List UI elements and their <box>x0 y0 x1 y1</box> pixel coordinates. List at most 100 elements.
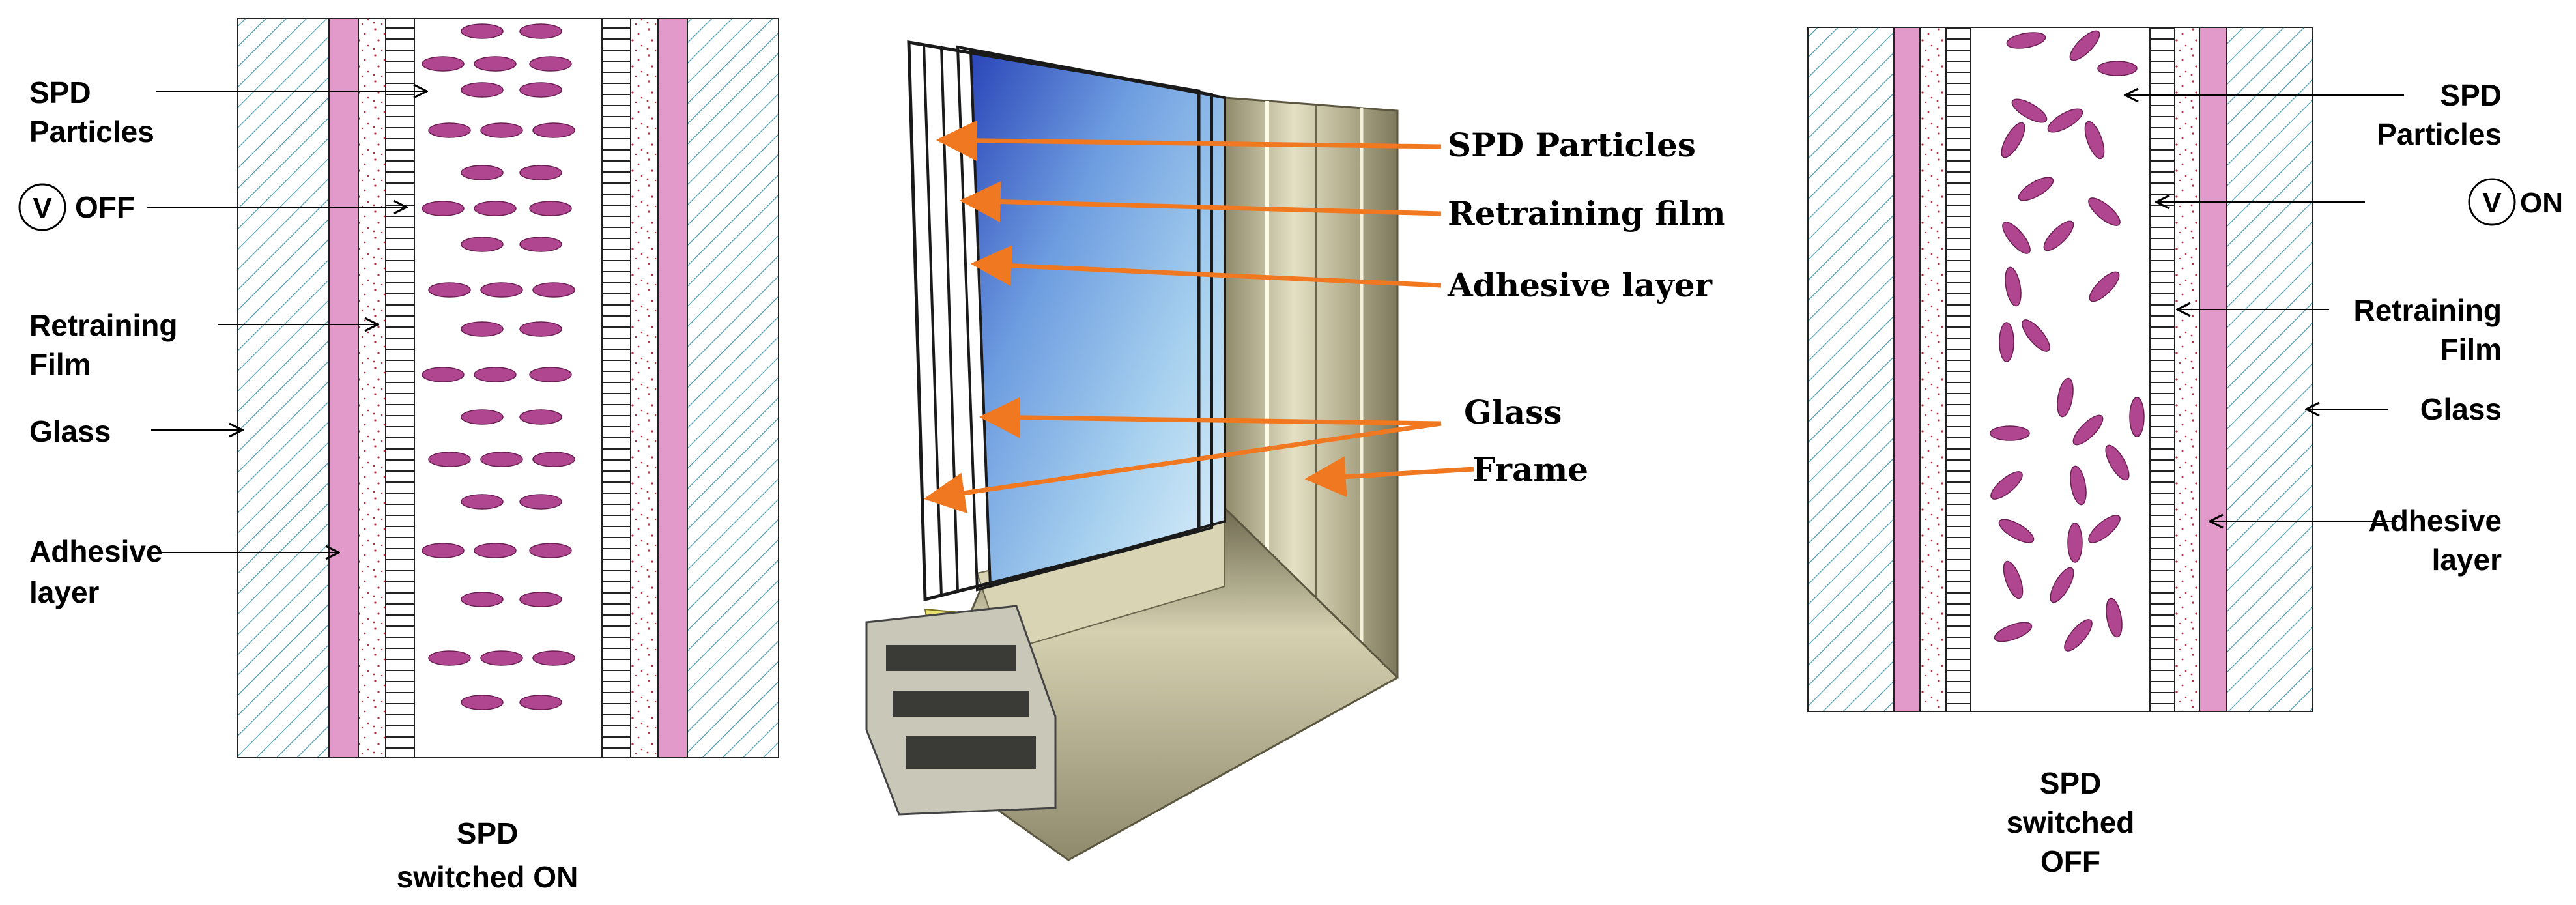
spd-particle <box>480 452 523 467</box>
spd-particle <box>474 367 517 382</box>
left-glass-outer <box>237 18 330 758</box>
left-caption-line2: switched ON <box>397 860 579 894</box>
spd-particle <box>480 122 523 138</box>
spd-particle <box>529 201 572 216</box>
spd-particle <box>2022 319 2050 352</box>
spd-particle <box>2084 121 2105 160</box>
spd-particle <box>461 23 504 39</box>
spd-particle <box>480 282 523 298</box>
right-label-film: Film <box>2440 332 2502 366</box>
arrow-frame <box>1304 456 1474 498</box>
spd-particle <box>529 56 572 72</box>
spd-particle <box>2105 444 2130 481</box>
left-voltage-state: OFF <box>75 190 135 224</box>
spd-particle <box>532 650 575 666</box>
glass-pane-back <box>969 49 1226 588</box>
right-voltage-circle <box>2468 178 2516 226</box>
spd-particle <box>422 543 465 558</box>
spd-particle <box>2002 222 2031 254</box>
spd-particle <box>519 592 562 607</box>
right-adhesive-pink-inner <box>2199 27 2227 712</box>
left-aligned-particles <box>422 23 575 710</box>
left-caption-line1: SPD <box>457 816 519 850</box>
right-voltage-state: ON <box>2520 187 2563 219</box>
right-glass-outer <box>1807 27 1895 712</box>
spd-particle <box>1999 322 2014 362</box>
spd-particle <box>519 494 562 510</box>
spd-particle <box>529 367 572 382</box>
left-voltage-symbol: V <box>33 192 52 224</box>
left-label-spd: SPD <box>29 76 91 109</box>
left-film-inner <box>601 18 631 758</box>
spd-particle <box>422 56 465 72</box>
glass-edge-1 <box>923 44 943 597</box>
spd-particle <box>2050 567 2074 603</box>
center-label-frame: Frame <box>1472 450 1588 489</box>
spd-particle <box>474 543 517 558</box>
right-film-outer <box>1945 27 1971 712</box>
spd-particle <box>461 695 504 710</box>
spd-particle <box>1990 471 2023 500</box>
right-speckle-inner <box>2174 27 2200 712</box>
spd-particle <box>2089 271 2120 302</box>
spd-particle <box>2057 377 2074 418</box>
left-speckle-outer <box>358 18 386 758</box>
spd-particle <box>2047 108 2083 133</box>
spd-particle <box>428 650 471 666</box>
spd-particle <box>2006 32 2046 49</box>
left-speckle-inner <box>630 18 659 758</box>
arrow-retraining-film <box>959 181 1442 223</box>
spd-particle <box>2011 98 2048 123</box>
right-caption-line3: OFF <box>2040 844 2100 878</box>
spd-particle <box>422 201 465 216</box>
right-speckle-outer <box>1919 27 1947 712</box>
spd-particle <box>532 122 575 138</box>
arrow-glass-1 <box>979 397 1442 438</box>
spd-particle <box>2043 220 2074 251</box>
right-cell-diagram: SPD Particles V ON Retraining Film Glass… <box>1807 27 2563 878</box>
left-film-outer <box>385 18 415 758</box>
spd-particle <box>1990 425 2030 441</box>
spd-particle <box>474 56 517 72</box>
spd-particle <box>519 409 562 425</box>
spd-particle <box>2005 266 2022 307</box>
spd-particle <box>529 543 572 558</box>
spd-particle <box>519 695 562 710</box>
right-film-inner <box>2149 27 2175 712</box>
window-cross-section: SPD Particles Retraining film Adhesive l… <box>865 40 1726 861</box>
right-label-glass: Glass <box>2420 392 2502 426</box>
spd-particle <box>2067 523 2083 563</box>
spd-particle <box>474 201 517 216</box>
spd-particle <box>461 237 504 252</box>
right-adhesive-pink-outer <box>1893 27 1921 712</box>
spd-particle <box>2129 397 2145 437</box>
left-voltage-circle <box>18 183 66 231</box>
center-label-spd-particles: SPD Particles <box>1448 126 1696 164</box>
spd-particle <box>519 321 562 337</box>
right-glass-inner <box>2226 27 2313 712</box>
spd-particle <box>2064 619 2093 652</box>
right-label-spd: SPD <box>2440 78 2502 112</box>
spd-particle <box>461 592 504 607</box>
right-label-particles: Particles <box>2377 117 2502 151</box>
spd-particle <box>519 23 562 39</box>
spd-particle <box>2070 465 2087 506</box>
left-label-retraining: Retraining <box>29 308 177 342</box>
right-caption-line2: switched <box>2007 805 2135 839</box>
left-label-layer: layer <box>29 575 100 609</box>
spd-particle <box>2106 597 2123 638</box>
spd-particle <box>480 650 523 666</box>
right-label-retraining: Retraining <box>2354 293 2502 327</box>
profile-slot-2 <box>893 691 1029 717</box>
right-label-layer: layer <box>2432 543 2502 577</box>
right-voltage-symbol: V <box>2482 187 2502 219</box>
center-label-retraining-film: Retraining film <box>1448 194 1726 233</box>
spd-particle <box>428 452 471 467</box>
arrow-glass-2 <box>923 421 1442 513</box>
left-label-adhesive: Adhesive <box>29 534 163 568</box>
glass-edge-2 <box>940 45 959 594</box>
spd-particle <box>461 409 504 425</box>
spd-particle <box>2003 560 2024 599</box>
left-label-glass: Glass <box>29 414 111 448</box>
spd-particle <box>461 321 504 337</box>
